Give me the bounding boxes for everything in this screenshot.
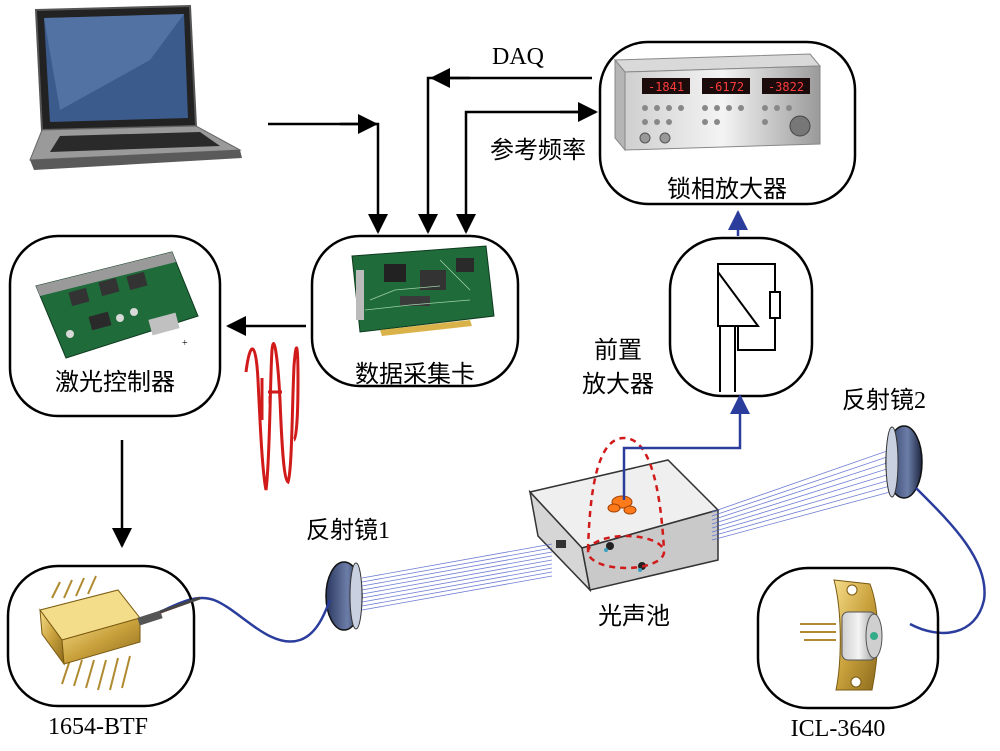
photoacoustic-cell-label: 光声池 <box>598 603 670 630</box>
laser-controller-label: 激光控制器 <box>55 369 175 396</box>
laptop-image <box>29 4 242 170</box>
laser-controller-image: + <box>35 251 199 359</box>
laser-icl-label: ICL-3640 <box>791 716 886 742</box>
preamplifier-label-line1: 前置 <box>594 337 642 364</box>
lockin-amplifier-label: 锁相放大器 <box>667 176 787 203</box>
laser-icl-image <box>800 579 883 691</box>
laptop-to-daq-arrow <box>268 122 388 234</box>
daq-card-label: 数据采集卡 <box>355 361 475 388</box>
signal-arrows <box>112 68 598 548</box>
daq-label: DAQ <box>492 44 544 70</box>
reference-frequency-label: 参考频率 <box>490 137 586 164</box>
lockin-amplifier-image: -1841 -6172 -3822 <box>613 53 822 152</box>
laser-beam-right <box>711 449 891 541</box>
mirror-1-label: 反射镜1 <box>306 517 390 544</box>
laser-controller-frame <box>8 234 222 418</box>
daq-card-frame <box>310 234 520 388</box>
fiber-1654 <box>139 596 332 643</box>
photoacoustic-cell <box>528 459 720 593</box>
mirror-2-label: 反射镜2 <box>842 387 926 414</box>
lockin-to-daq-arrow <box>418 76 592 234</box>
laser-beam-left <box>361 543 553 611</box>
resonance-outline <box>586 436 666 570</box>
mirror-2 <box>885 425 923 499</box>
preamp-signal-path <box>622 210 750 500</box>
svg-text:+: + <box>182 338 188 349</box>
preamplifier-symbol <box>717 263 781 392</box>
laser-1654-frame <box>6 564 196 708</box>
lockin-frame <box>598 40 857 206</box>
reference-frequency-arrow <box>456 110 592 234</box>
fiber-icl <box>909 487 986 635</box>
mirror-1 <box>325 561 363 631</box>
modulation-waveform <box>244 342 300 491</box>
lockin-readout-1: -1841 <box>648 80 684 94</box>
laser-1654-image <box>39 575 201 691</box>
preamplifier-label-line2: 放大器 <box>582 371 654 398</box>
daq-card-image <box>351 245 495 336</box>
laser-1654-label: 1654-BTF <box>48 714 148 740</box>
lockin-readout-3: -3822 <box>768 80 804 94</box>
laser-icl-frame <box>756 566 940 710</box>
lockin-readout-2: -6172 <box>708 80 744 94</box>
